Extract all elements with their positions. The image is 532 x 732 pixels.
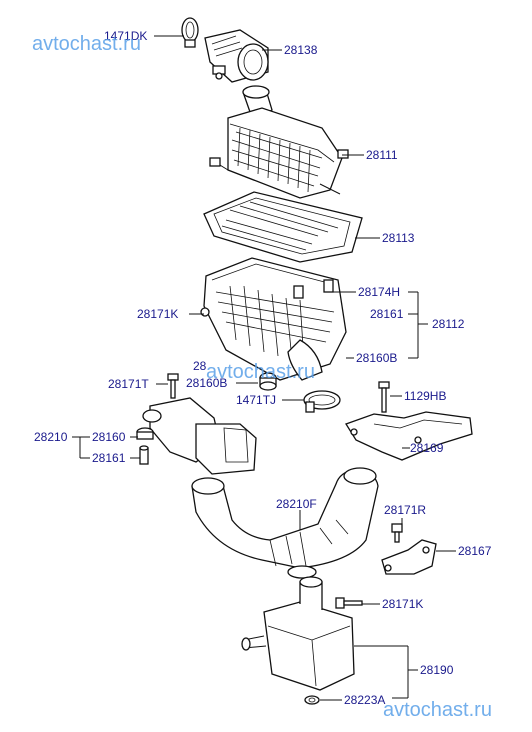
label-1129hb: 1129HB [404, 389, 446, 403]
label-28169: 28169 [410, 441, 444, 455]
label-28138: 28138 [284, 43, 318, 57]
grommet-28160b [259, 372, 277, 391]
label-28160b-right: 28160B [356, 351, 397, 365]
label-28161-top: 28161 [370, 307, 404, 321]
drain-cap-28223a [304, 695, 320, 705]
label-28171k-top: 28171K [137, 307, 178, 321]
label-28223a: 28223A [344, 693, 385, 707]
air-cleaner-upper-cover-28111 [209, 107, 349, 199]
bolt-1129hb [378, 381, 390, 413]
label-28171t: 28171T [108, 377, 149, 391]
hose-clamp-1471dk [181, 17, 199, 48]
hose-clamp-1471tj [303, 390, 341, 413]
label-1471dk: 1471DK [104, 29, 147, 43]
label-1471tj: 1471TJ [236, 393, 276, 407]
watermark-top: avtochast.ru [32, 33, 141, 55]
label-28171k-bottom: 28171K [382, 597, 423, 611]
air-intake-hose-28210f [191, 467, 379, 579]
label-28113: 28113 [382, 231, 415, 245]
grommet-28160 [136, 427, 154, 440]
watermark-bottom: avtochast.ru [383, 699, 492, 721]
air-cleaner-body-28112 [200, 257, 347, 381]
label-28190: 28190 [420, 663, 454, 677]
label-28112: 28112 [432, 317, 465, 331]
air-flow-sensor-28138 [204, 29, 269, 83]
label-28161-bottom: 28161 [92, 451, 126, 465]
bolt-28171k-lower [335, 597, 363, 609]
resonator-box-28190 [241, 576, 355, 691]
label-28167: 28167 [458, 544, 492, 558]
bolt-28171t [167, 373, 179, 399]
bracket-28167 [381, 539, 437, 575]
label-28210: 28210 [34, 430, 68, 444]
watermark-middle: avtochast.ru [206, 361, 315, 383]
label-28171r: 28171R [384, 503, 426, 517]
resonator-28210 [142, 397, 257, 475]
air-filter-element-28113 [203, 191, 363, 263]
label-28-partial: 28 [193, 359, 207, 373]
bracket-28169 [345, 411, 473, 461]
label-28160b-left: 28160B [186, 376, 227, 390]
leader-lines [72, 35, 456, 701]
label-28111: 28111 [366, 148, 398, 162]
collar-28161 [139, 445, 149, 465]
label-28210f: 28210F [276, 497, 317, 511]
label-28174h: 28174H [358, 285, 400, 299]
label-28160: 28160 [92, 430, 126, 444]
bolt-28171r [391, 523, 403, 543]
